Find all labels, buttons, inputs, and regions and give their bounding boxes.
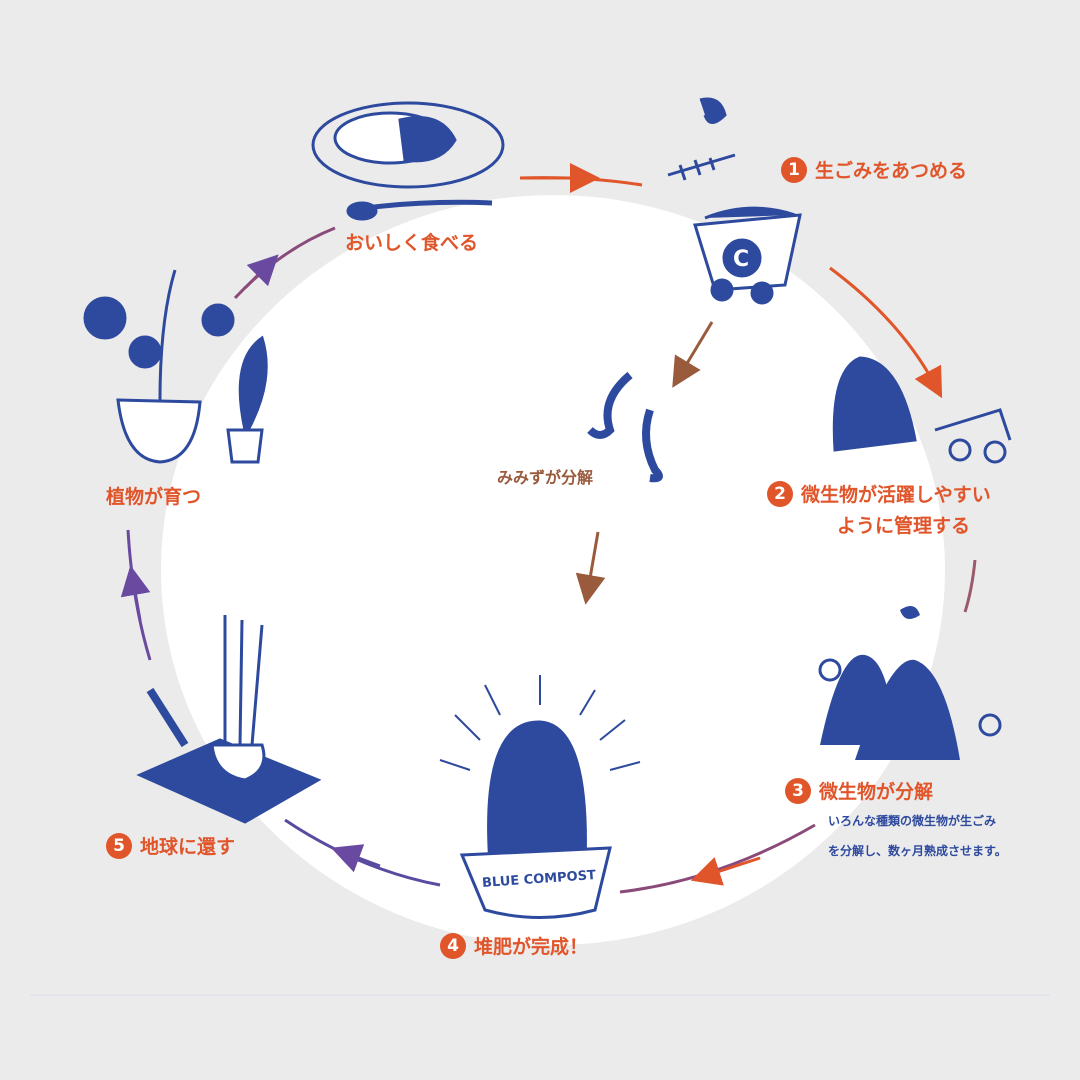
description-line: を分解し、数ヶ月熟成させます。 xyxy=(828,844,1007,858)
step-title: 地球に還す xyxy=(140,836,236,858)
step-5-label: 5 地球に還す xyxy=(106,832,235,859)
worms-label: みみずが分解 xyxy=(497,468,594,487)
step-number-badge: 2 xyxy=(767,480,793,507)
center-ellipse xyxy=(161,195,945,945)
waste-cart-illustration: C xyxy=(667,97,802,305)
step-title: 生ごみをあつめる xyxy=(815,160,968,182)
arrow-collect-to-manage xyxy=(829,266,943,399)
arrow-earth-to-plants xyxy=(126,529,152,661)
step-number-badge: 1 xyxy=(781,156,807,183)
plants-illustration xyxy=(83,269,268,464)
step-3-label: 3 微生物が分解 xyxy=(785,777,933,804)
step-title: 微生物が活躍しやすい xyxy=(801,484,991,506)
eat-label: おいしく食べる xyxy=(345,232,479,254)
step-title: 堆肥が完成！ xyxy=(474,936,589,958)
description-line: いろんな種類の微生物が生ごみ xyxy=(828,814,997,828)
plate-illustration xyxy=(311,101,505,221)
compost-pile-illustration xyxy=(832,356,1012,464)
plants-grow-label: 植物が育つ xyxy=(106,486,202,508)
microbe-piles-illustration xyxy=(818,606,1002,760)
worms-illustration xyxy=(587,371,663,483)
step-3-description: いろんな種類の微生物が生ごみ を分解し、数ヶ月熟成させます。 xyxy=(828,806,1007,866)
step-number-badge: 4 xyxy=(440,932,466,959)
step-1-label: 1 生ごみをあつめる xyxy=(781,156,967,183)
svg-text:C: C xyxy=(733,247,749,272)
step-title: 微生物が分解 xyxy=(819,781,934,803)
arrow-worms-to-compost xyxy=(575,531,606,605)
compost-bucket-illustration xyxy=(439,675,641,919)
step-title-line2: ように管理する xyxy=(837,515,971,537)
radish-earth-illustration xyxy=(136,615,322,824)
step-number-badge: 5 xyxy=(106,832,132,859)
arrow-manage-to-decompose xyxy=(963,559,977,613)
step-2-label: 2 微生物が活躍しやすい ように管理する xyxy=(767,480,991,538)
step-number-badge: 3 xyxy=(785,777,811,804)
arrow-to-worms xyxy=(672,321,714,388)
step-4-label: 4 堆肥が完成！ xyxy=(440,932,588,959)
